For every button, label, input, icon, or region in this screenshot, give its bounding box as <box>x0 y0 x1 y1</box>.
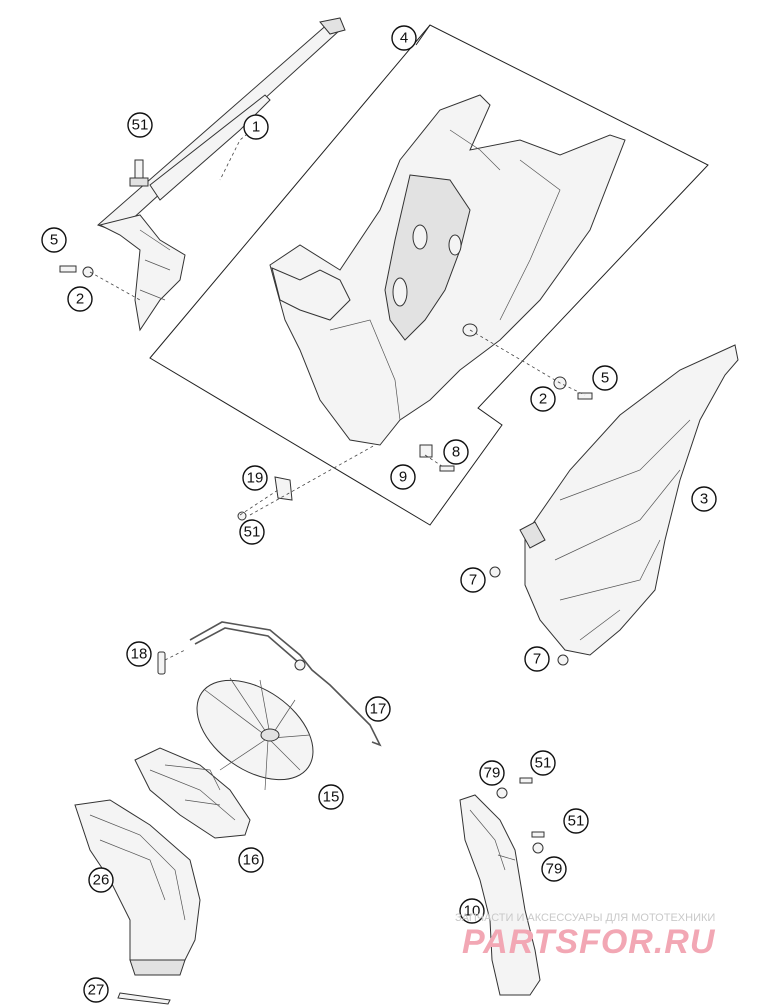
leader-lines <box>89 129 586 661</box>
callout-8: 8 <box>443 439 469 465</box>
part-27-bolt <box>117 992 171 1005</box>
callout-4: 4 <box>391 25 417 51</box>
callout-2: 2 <box>67 286 93 312</box>
callout-5: 5 <box>592 365 618 391</box>
callout-26: 26 <box>88 867 114 893</box>
callout-7: 7 <box>460 567 486 593</box>
callout-19: 19 <box>242 465 268 491</box>
svg-text:15: 15 <box>323 789 340 806</box>
svg-text:7: 7 <box>533 651 541 668</box>
svg-text:51: 51 <box>535 755 552 772</box>
frame-leader <box>415 24 431 46</box>
svg-text:17: 17 <box>370 701 387 718</box>
svg-text:19: 19 <box>247 470 264 487</box>
svg-text:7: 7 <box>469 572 477 589</box>
callout-15: 15 <box>318 784 344 810</box>
svg-text:16: 16 <box>243 852 260 869</box>
callout-7: 7 <box>524 646 550 672</box>
svg-text:2: 2 <box>539 391 547 408</box>
part-4-airbox <box>269 94 626 446</box>
svg-text:PARTSFOR.RU: PARTSFOR.RU <box>462 923 716 961</box>
part-15-filter <box>196 677 314 791</box>
callout-9: 9 <box>390 464 416 490</box>
part-17-bracket <box>189 621 382 747</box>
svg-text:ЗАПЧАСТИ И АКСЕССУАРЫ ДЛЯ МОТО: ЗАПЧАСТИ И АКСЕССУАРЫ ДЛЯ МОТОТЕХНИКИ <box>455 912 715 924</box>
callout-10: 10 <box>459 898 485 924</box>
svg-text:18: 18 <box>131 646 148 663</box>
svg-text:27: 27 <box>88 982 105 999</box>
svg-text:3: 3 <box>700 491 708 508</box>
callout-3: 3 <box>691 486 717 512</box>
callout-2: 2 <box>530 386 556 412</box>
svg-text:1: 1 <box>252 119 260 136</box>
callout-1: 1 <box>243 114 269 140</box>
svg-text:9: 9 <box>399 469 407 486</box>
svg-text:51: 51 <box>244 524 261 541</box>
callout-79: 79 <box>541 856 567 882</box>
callout-18: 18 <box>126 641 152 667</box>
svg-text:5: 5 <box>50 232 58 249</box>
part-18-bolt <box>157 651 166 675</box>
part-1-rail <box>97 17 346 332</box>
svg-text:2: 2 <box>76 291 84 308</box>
callout-51: 51 <box>530 750 556 776</box>
callout-5: 5 <box>41 227 67 253</box>
callout-79: 79 <box>479 760 505 786</box>
svg-text:5: 5 <box>601 370 609 387</box>
callout-17: 17 <box>365 696 391 722</box>
callout-27: 27 <box>83 977 109 1003</box>
part-3-side-cover <box>519 344 739 656</box>
svg-text:51: 51 <box>568 813 585 830</box>
watermark: ЗАПЧАСТИ И АКСЕССУАРЫ ДЛЯ МОТОТЕХНИКИ PA… <box>455 912 716 961</box>
svg-text:79: 79 <box>546 861 563 878</box>
svg-text:26: 26 <box>93 872 110 889</box>
callout-51: 51 <box>239 519 265 545</box>
svg-text:79: 79 <box>484 765 501 782</box>
svg-text:51: 51 <box>132 117 149 134</box>
callout-51: 51 <box>127 112 153 138</box>
svg-text:8: 8 <box>452 444 460 461</box>
part-16-cage <box>134 747 251 839</box>
svg-text:10: 10 <box>464 903 481 920</box>
svg-text:4: 4 <box>400 30 408 47</box>
part-10-snorkel <box>459 794 541 996</box>
callout-51: 51 <box>563 808 589 834</box>
callout-16: 16 <box>238 847 264 873</box>
